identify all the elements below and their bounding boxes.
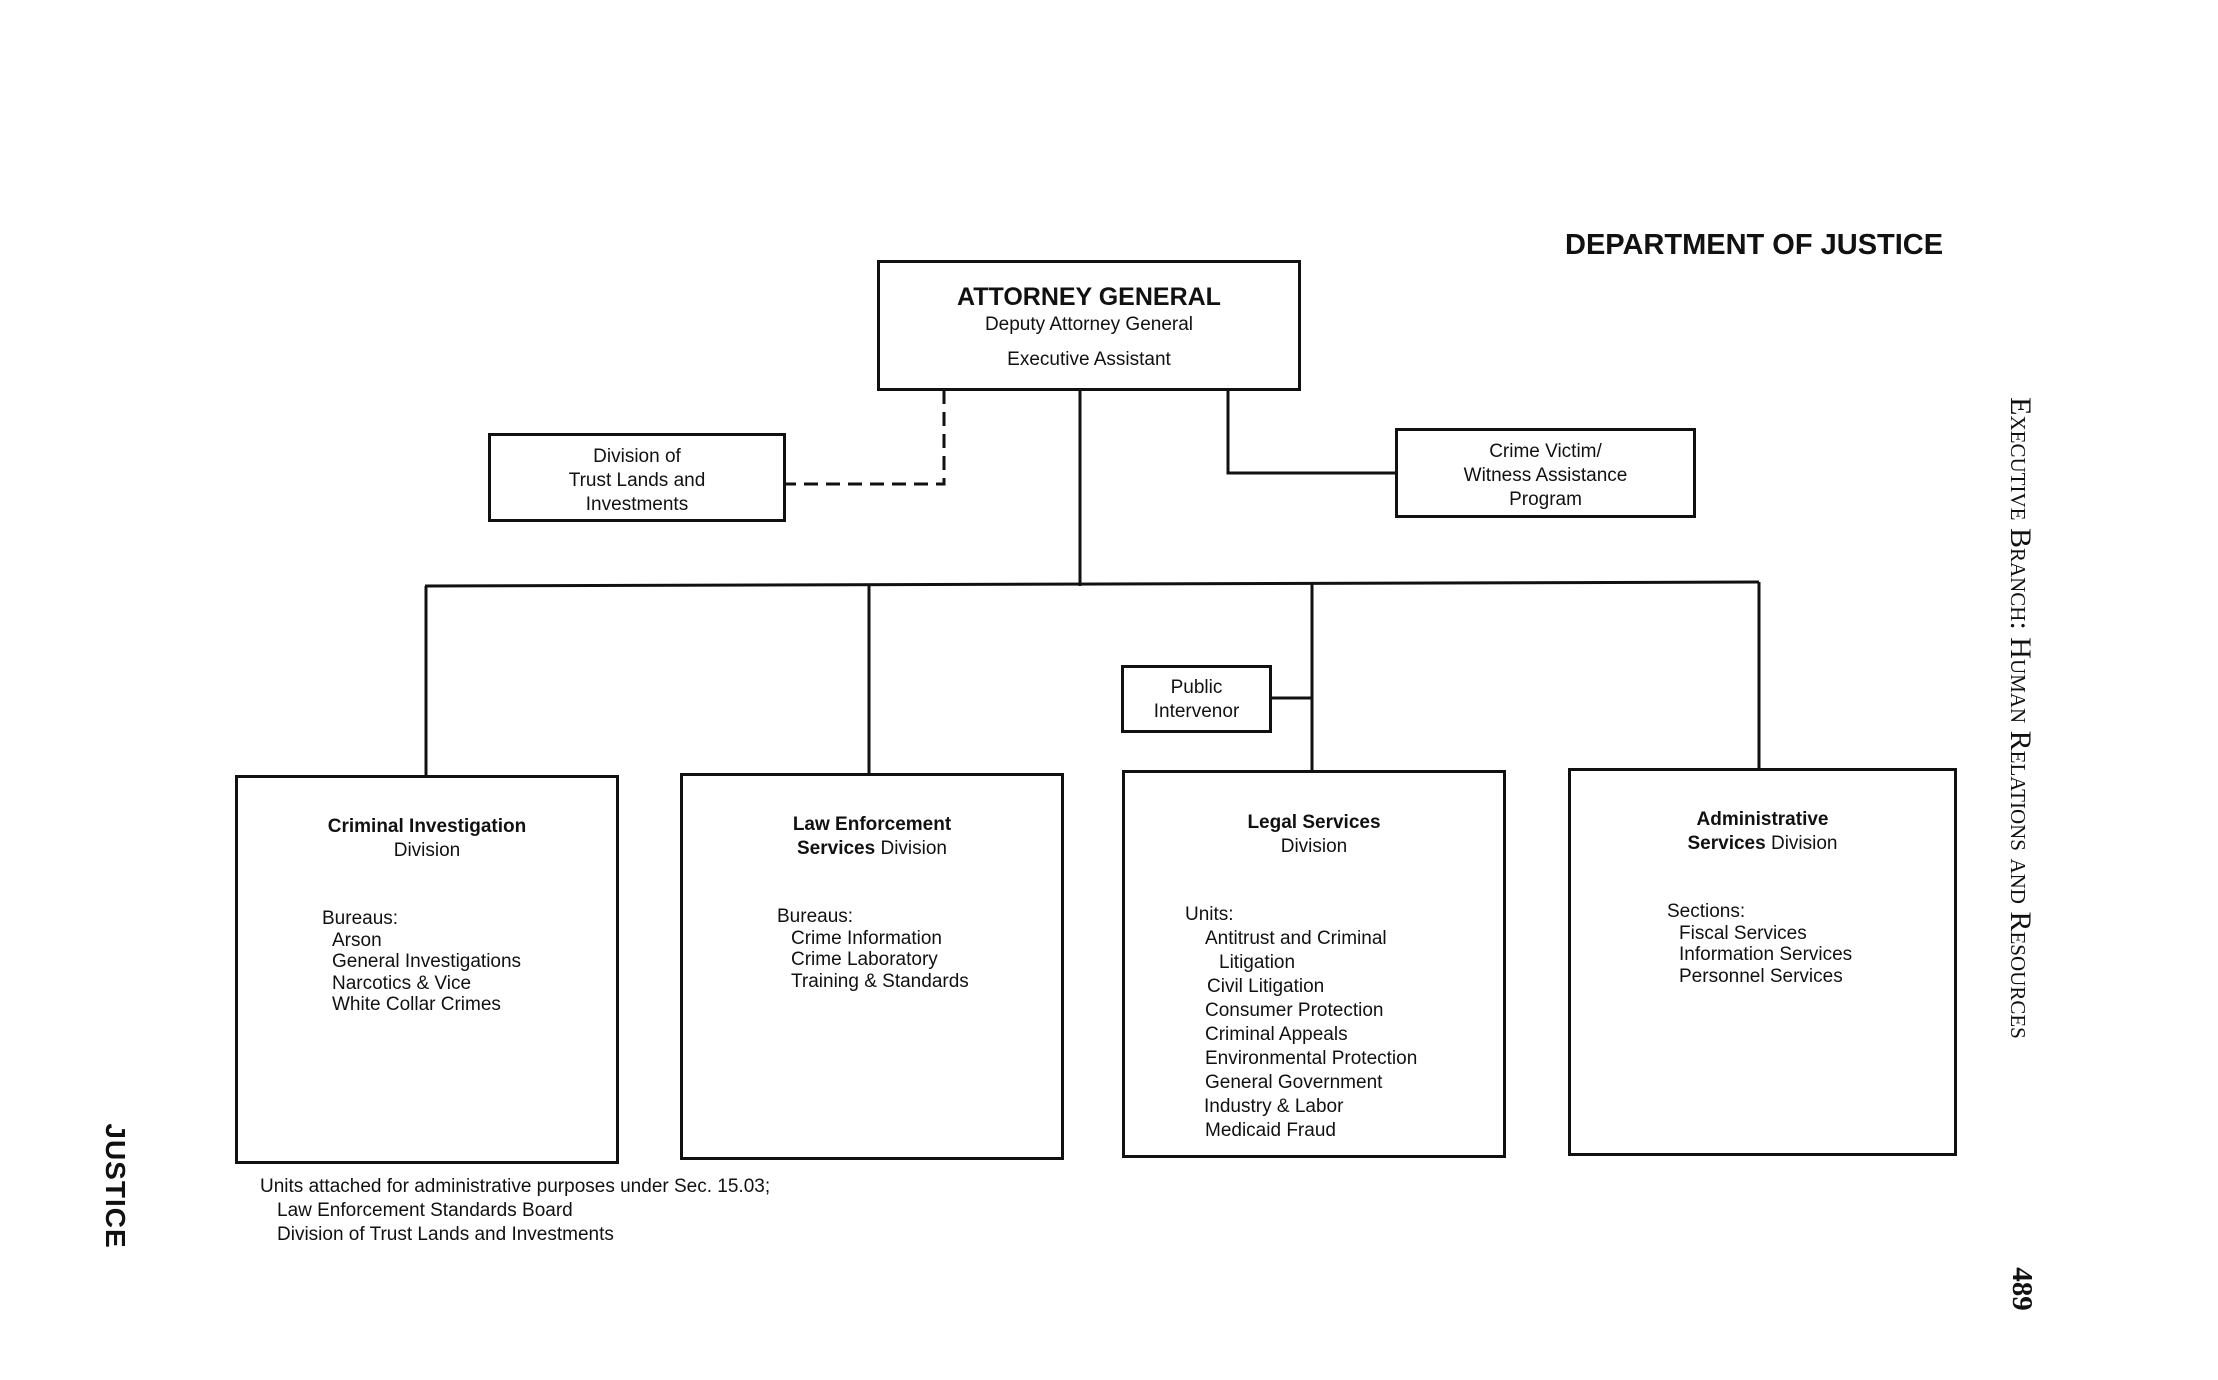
crime-victim-line-1: Crime Victim/ xyxy=(1489,441,1602,462)
crime-victim-line-3: Program xyxy=(1509,489,1582,510)
bureaus-list: Bureaus: Arson General Investigations Na… xyxy=(322,908,521,1016)
footnote: Units attached for administrative purpos… xyxy=(260,1175,770,1247)
division-name-bold: Administrative xyxy=(1696,809,1829,830)
list-item: Narcotics & Vice xyxy=(332,972,472,994)
division-name-rest: Division xyxy=(1280,836,1348,857)
division-name-bold-2: Services xyxy=(797,838,876,859)
list-heading: Sections: xyxy=(1667,901,1746,922)
trust-lands-line-2: Trust Lands and xyxy=(568,470,706,491)
page-number: 489 xyxy=(2006,1267,2038,1311)
criminal-investigation-division-box: Criminal Investigation Division Bureaus:… xyxy=(235,775,619,1164)
crime-victim-connector xyxy=(1226,390,1397,475)
footnote-line-1: Units attached for administrative purpos… xyxy=(260,1176,771,1197)
division-bus-line xyxy=(424,580,1760,588)
division-name-rest: Division xyxy=(875,838,947,859)
list-item: Arson xyxy=(332,929,382,951)
crime-victim-box: Crime Victim/ Witness Assistance Program xyxy=(1395,428,1696,518)
list-heading: Bureaus: xyxy=(777,906,854,927)
division-name: Criminal Investigation Division xyxy=(238,815,616,863)
list-heading: Bureaus: xyxy=(322,908,399,929)
list-item: General Government xyxy=(1205,1072,1383,1093)
deputy-attorney-general: Deputy Attorney General xyxy=(984,314,1194,335)
trust-lands-line-1: Division of xyxy=(593,446,681,467)
list-item: Antitrust and Criminal xyxy=(1205,928,1387,949)
administrative-services-division-box: Administrative Services Division Section… xyxy=(1568,768,1957,1156)
list-item: Fiscal Services xyxy=(1679,922,1807,944)
trust-lands-dashed-connector xyxy=(784,390,946,486)
division-name-bold: Law Enforcement xyxy=(792,814,952,835)
list-item: Personnel Services xyxy=(1679,965,1843,987)
law-enforcement-services-division-box: Law Enforcement Services Division Bureau… xyxy=(680,773,1064,1160)
list-item: Industry & Labor xyxy=(1204,1096,1344,1117)
attorney-general-box: ATTORNEY GENERAL Deputy Attorney General… xyxy=(877,260,1301,391)
legal-services-division-box: Legal Services Division Units: Antitrust… xyxy=(1122,770,1506,1158)
trust-lands-line-3: Investments xyxy=(585,494,689,515)
division-name-bold: Legal Services xyxy=(1247,812,1381,833)
bureaus-list: Bureaus: Crime Information Crime Laborat… xyxy=(777,906,969,992)
division-name-bold: Criminal Investigation xyxy=(327,816,527,837)
list-item: Civil Litigation xyxy=(1207,976,1325,997)
executive-branch-side-label: Executive Branch: Human Relations and Re… xyxy=(2004,397,2037,1039)
division-name-rest: Division xyxy=(393,840,461,861)
trust-lands-box: Division of Trust Lands and Investments xyxy=(488,433,786,522)
list-item: Environmental Protection xyxy=(1205,1048,1418,1069)
list-item: Litigation xyxy=(1219,952,1296,973)
division-name: Legal Services Division xyxy=(1125,811,1503,859)
sections-list: Sections: Fiscal Services Information Se… xyxy=(1667,901,1852,987)
public-intervenor-box: Public Intervenor xyxy=(1121,665,1272,733)
list-item: General Investigations xyxy=(332,951,522,972)
division-name: Law Enforcement Services Division xyxy=(683,813,1061,861)
list-item: Medicaid Fraud xyxy=(1205,1120,1336,1141)
list-item: Training & Standards xyxy=(791,970,969,992)
division-name-bold-2: Services xyxy=(1687,833,1766,854)
public-intervenor-line-2: Intervenor xyxy=(1153,701,1240,722)
footnote-line-3: Division of Trust Lands and Investments xyxy=(277,1224,614,1245)
footnote-line-2: Law Enforcement Standards Board xyxy=(277,1200,573,1221)
crime-victim-line-2: Witness Assistance xyxy=(1463,465,1628,486)
list-heading: Units: xyxy=(1185,904,1234,925)
list-item: Crime Laboratory xyxy=(791,949,938,970)
public-intervenor-line-1: Public xyxy=(1170,677,1223,698)
list-item: Consumer Protection xyxy=(1205,1000,1384,1021)
executive-assistant: Executive Assistant xyxy=(1007,349,1171,370)
list-item: Crime Information xyxy=(791,927,942,949)
list-item: Information Services xyxy=(1679,944,1853,965)
list-item: Criminal Appeals xyxy=(1205,1024,1348,1045)
department-title: DEPARTMENT OF JUSTICE xyxy=(1565,229,1944,261)
attorney-general-title: ATTORNEY GENERAL xyxy=(957,283,1221,311)
justice-tab-label: JUSTICE xyxy=(100,1123,131,1249)
division-name-rest: Division xyxy=(1765,833,1838,854)
units-list: Units: Antitrust and Criminal Litigation… xyxy=(1185,903,1417,1143)
division-name: Administrative Services Division xyxy=(1571,808,1954,856)
list-item: White Collar Crimes xyxy=(332,994,501,1015)
